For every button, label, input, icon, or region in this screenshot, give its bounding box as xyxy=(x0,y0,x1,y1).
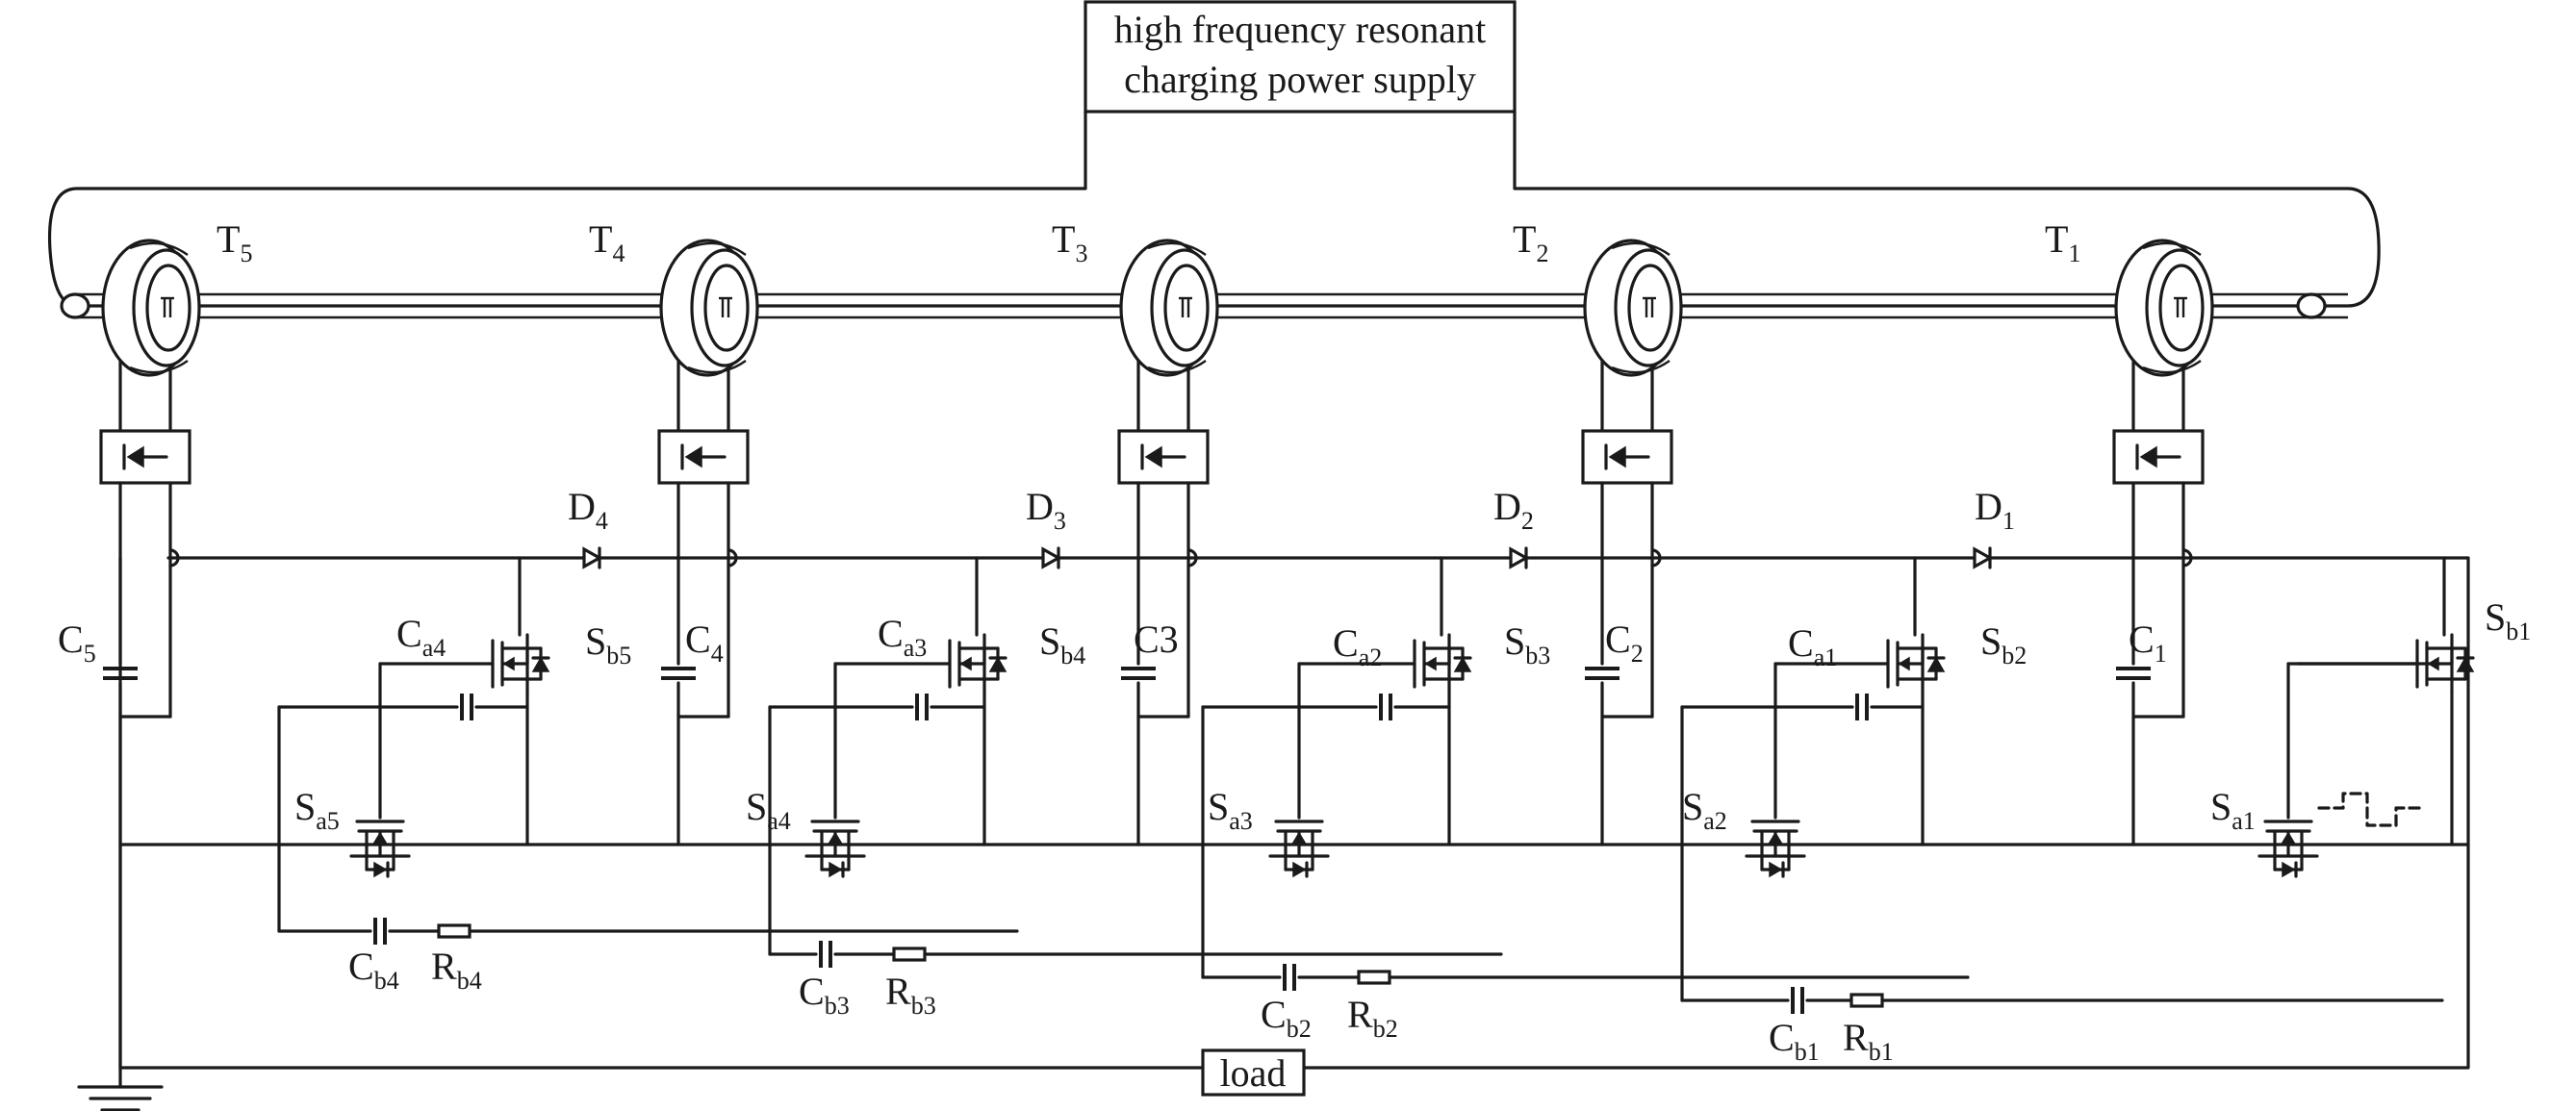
mosfet-Sa4 xyxy=(804,820,866,878)
rectifier-4 xyxy=(657,429,750,485)
stage-5 xyxy=(99,239,201,1070)
label-Sb4: Sb4 xyxy=(1039,619,1085,669)
rectifier-1 xyxy=(2112,429,2205,485)
capacitor-Cb2 xyxy=(1283,962,1296,993)
label-C5: C5 xyxy=(58,618,96,668)
capacitor-C2 xyxy=(1583,667,1621,680)
switch-cell-4 xyxy=(768,556,1503,970)
label-Rb3: Rb3 xyxy=(885,970,936,1020)
diode-D3 xyxy=(1041,546,1060,569)
capacitor-C1 xyxy=(2114,667,2153,680)
capacitor-Ca4 xyxy=(460,692,473,722)
load-box xyxy=(1201,1048,1306,1097)
mosfet-Sb4 xyxy=(948,633,1007,694)
mosfet-Sa1 xyxy=(2257,820,2319,878)
switch-cell-1 xyxy=(2257,556,2475,878)
label-C3: C3 xyxy=(1134,618,1179,661)
label-Rb1: Rb1 xyxy=(1843,1016,1894,1066)
label-Sa3: Sa3 xyxy=(1208,785,1253,835)
top-rail xyxy=(166,556,2470,1070)
transformer-T1 xyxy=(2114,239,2214,377)
label-D1: D1 xyxy=(1975,485,2015,535)
label-Sa2: Sa2 xyxy=(1682,785,1727,835)
capacitor-Cb3 xyxy=(819,939,832,970)
transformer-T4 xyxy=(659,239,759,377)
label-Sb3: Sb3 xyxy=(1504,619,1550,669)
diode-D1 xyxy=(1973,546,1992,569)
label-T4: T4 xyxy=(589,217,625,267)
label-Ca4: Ca4 xyxy=(396,612,446,662)
label-D4: D4 xyxy=(568,485,608,535)
label-Rb2: Rb2 xyxy=(1347,993,1398,1043)
label-Ca3: Ca3 xyxy=(878,612,927,662)
mosfet-Sa5 xyxy=(349,820,411,878)
label-Cb3: Cb3 xyxy=(799,970,850,1020)
gate-pulse xyxy=(2317,792,2427,827)
mosfet-Sb2 xyxy=(1886,633,1946,694)
label-T2: T2 xyxy=(1513,217,1548,267)
switch-cell-3 xyxy=(1201,556,1970,993)
label-Ca1: Ca1 xyxy=(1788,621,1837,671)
mosfet-Sb3 xyxy=(1413,633,1472,694)
power-supply-box xyxy=(1084,0,1517,114)
diode-D4 xyxy=(582,546,601,569)
capacitor-Ca1 xyxy=(1855,692,1869,722)
capacitor-Ca2 xyxy=(1379,692,1392,722)
resistor-Rb1 xyxy=(1849,993,1884,1008)
label-Sa4: Sa4 xyxy=(746,785,791,835)
stage-4 xyxy=(657,239,759,846)
label-Rb4: Rb4 xyxy=(431,945,482,995)
labels: T5 T4 T3 T2 T1 D4 D3 D2 D1 C5 C4 C3 C2 C… xyxy=(58,217,2531,1066)
supply-line-1: high frequency resonant xyxy=(1114,8,1487,51)
supply-line-2: charging power supply xyxy=(1124,58,1476,101)
label-Sb5: Sb5 xyxy=(585,619,631,669)
capacitor-C4 xyxy=(659,667,698,680)
label-T3: T3 xyxy=(1052,217,1087,267)
capacitor-C3 xyxy=(1119,667,1158,680)
capacitor-Cb1 xyxy=(1791,985,1804,1016)
rectifier-2 xyxy=(1581,429,1673,485)
rectifier-3 xyxy=(1117,429,1210,485)
transformer-T5 xyxy=(101,239,201,377)
bottom-rail xyxy=(118,1066,1205,1089)
label-Sb1: Sb1 xyxy=(2485,595,2531,645)
load-label: load xyxy=(1220,1051,1287,1095)
stage-3 xyxy=(1117,239,1219,846)
label-Sa1: Sa1 xyxy=(2210,785,2256,835)
rectifier-5 xyxy=(99,429,191,485)
stages xyxy=(99,239,2475,1070)
label-D2: D2 xyxy=(1493,485,1534,535)
power-supply: high frequency resonant charging power s… xyxy=(1084,0,1517,114)
diode-D2 xyxy=(1509,546,1528,569)
switch-cell-5 xyxy=(277,556,1019,947)
mosfet-Sb5 xyxy=(491,633,550,694)
label-Sa5: Sa5 xyxy=(294,785,340,835)
load: load xyxy=(1201,1048,1306,1097)
label-Ca2: Ca2 xyxy=(1333,621,1382,671)
label-Sb2: Sb2 xyxy=(1980,619,2027,669)
label-Cb2: Cb2 xyxy=(1261,993,1312,1043)
label-C1: C1 xyxy=(2129,618,2167,668)
stage-2 xyxy=(1581,239,1683,846)
label-Cb1: Cb1 xyxy=(1769,1016,1820,1066)
resistor-Rb2 xyxy=(1357,970,1391,985)
capacitor-Cb4 xyxy=(373,916,387,947)
resistor-Rb4 xyxy=(437,923,472,939)
stage-1 xyxy=(2112,239,2214,846)
label-T1: T1 xyxy=(2045,217,2080,267)
switch-cell-2 xyxy=(1680,556,2444,1016)
mosfet-Sa3 xyxy=(1268,820,1330,878)
mosfet-Sa2 xyxy=(1745,820,1806,878)
resistor-Rb3 xyxy=(892,947,927,962)
label-Cb4: Cb4 xyxy=(348,945,399,995)
label-D3: D3 xyxy=(1026,485,1066,535)
transformer-T2 xyxy=(1583,239,1683,377)
label-C2: C2 xyxy=(1605,618,1644,668)
capacitor-Ca3 xyxy=(915,692,929,722)
transformer-T3 xyxy=(1119,239,1219,377)
label-T5: T5 xyxy=(217,217,252,267)
label-C4: C4 xyxy=(685,618,724,668)
